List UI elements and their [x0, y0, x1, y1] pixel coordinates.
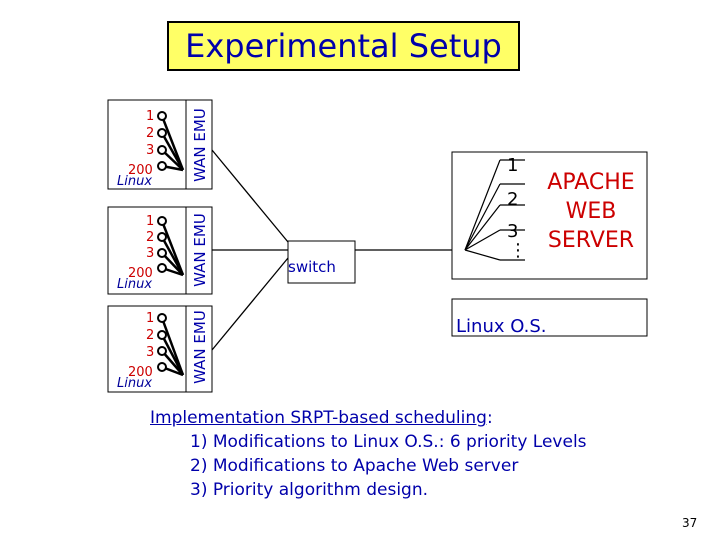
machine-label: 1	[146, 311, 155, 326]
wan-emulator-label: WAN EMU	[191, 108, 209, 182]
page-number: 37	[682, 516, 698, 530]
server-port-label: 2	[507, 189, 519, 210]
machine-label: 2	[146, 328, 155, 343]
server-port-label: 1	[507, 155, 519, 176]
server-port-label: 3	[507, 221, 519, 242]
server-label-line: APACHE	[547, 170, 635, 195]
machine-label: 1	[146, 109, 155, 124]
client-os-label: Linux	[117, 277, 153, 292]
implementation-heading-suffix: :	[486, 408, 493, 428]
machine-label: 1	[146, 214, 155, 229]
switch-links	[211, 149, 452, 351]
implementation-step: 1) Modifications to Linux O.S.: 6 priori…	[190, 432, 587, 452]
machine-label: 2	[146, 126, 155, 141]
machine-label: 3	[146, 246, 155, 261]
client-box-1	[107, 99, 213, 190]
client-os-label: Linux	[117, 174, 153, 189]
server-box	[451, 151, 648, 280]
linux-os-box	[451, 298, 648, 337]
server-port-label: ⋮	[509, 240, 527, 261]
linux-os-label: Linux O.S.	[456, 316, 547, 337]
machine-label: 200	[128, 365, 153, 380]
implementation-notes: Implementation SRPT-based scheduling: 1)…	[150, 406, 587, 502]
server-label-line: SERVER	[547, 228, 635, 253]
apache-web-server-label: APACHE WEB SERVER	[530, 168, 652, 255]
machine-label: 3	[146, 143, 155, 158]
machine-label: 200	[128, 266, 153, 281]
implementation-step: 2) Modifications to Apache Web server	[190, 456, 519, 476]
machine-label: 200	[128, 163, 153, 178]
switch-box	[287, 240, 356, 284]
implementation-step: 3) Priority algorithm design.	[190, 480, 429, 500]
server-label-line: WEB	[565, 199, 617, 224]
wan-emulator-label: WAN EMU	[191, 310, 209, 384]
wan-emulator-label: WAN EMU	[191, 213, 209, 287]
server-port-lines	[464, 159, 525, 261]
implementation-heading: Implementation SRPT-based scheduling	[150, 408, 487, 428]
client-os-label: Linux	[117, 376, 153, 391]
machine-label: 3	[146, 345, 155, 360]
client-machine-icons	[157, 111, 167, 372]
machine-label: 2	[146, 230, 155, 245]
switch-label: switch	[288, 258, 336, 276]
slide-title: Experimental Setup	[167, 21, 520, 71]
